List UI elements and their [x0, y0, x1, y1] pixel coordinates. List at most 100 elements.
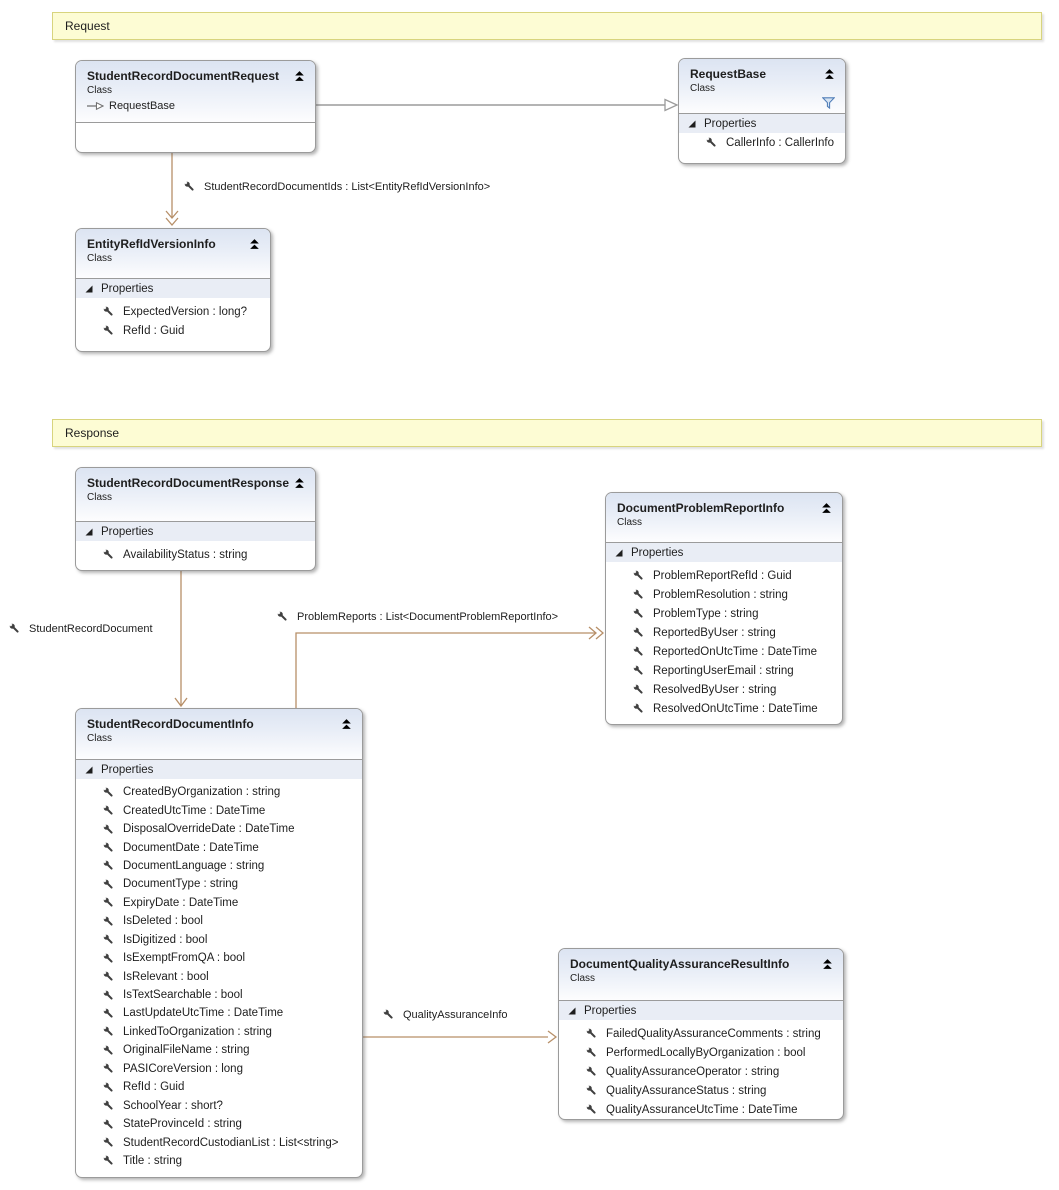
- collapse-chevron-icon[interactable]: [823, 67, 836, 80]
- collapse-chevron-icon[interactable]: [293, 476, 306, 489]
- property-row[interactable]: PerformedLocallyByOrganization : bool: [559, 1043, 843, 1062]
- property-row[interactable]: DocumentType : string: [76, 875, 362, 893]
- property-row[interactable]: DisposalOverrideDate : DateTime: [76, 820, 362, 838]
- property-row[interactable]: DocumentLanguage : string: [76, 857, 362, 875]
- properties-section-header[interactable]: Properties: [76, 522, 315, 541]
- collapse-chevron-icon[interactable]: [248, 237, 261, 250]
- properties-section-header[interactable]: Properties: [679, 114, 845, 133]
- section-label: Properties: [704, 117, 757, 130]
- response-band[interactable]: Response: [52, 419, 1042, 447]
- property-row[interactable]: ProblemType : string: [606, 604, 842, 623]
- class-box-document-quality-assurance-result-info[interactable]: DocumentQualityAssuranceResultInfo Class…: [558, 948, 844, 1120]
- property-label: RefId : Guid: [123, 1081, 185, 1094]
- properties-section-header[interactable]: Properties: [76, 760, 362, 779]
- connector-label-text: QualityAssuranceInfo: [403, 1008, 508, 1021]
- property-row[interactable]: ReportedByUser : string: [606, 623, 842, 642]
- collapse-chevron-icon[interactable]: [821, 957, 834, 970]
- property-label: ResolvedOnUtcTime : DateTime: [653, 702, 818, 715]
- property-row[interactable]: PASICoreVersion : long: [76, 1060, 362, 1078]
- properties-section-header[interactable]: Properties: [606, 543, 842, 562]
- property-row[interactable]: ResolvedOnUtcTime : DateTime: [606, 699, 842, 718]
- properties-section-header[interactable]: Properties: [559, 1001, 843, 1020]
- class-box-request-base[interactable]: RequestBase Class Properties CallerInfo …: [678, 58, 846, 164]
- connector-label-student-record-document[interactable]: StudentRecordDocument: [8, 622, 153, 635]
- property-wrench-icon: [585, 1065, 598, 1078]
- property-row[interactable]: IsRelevant : bool: [76, 967, 362, 985]
- property-row[interactable]: CallerInfo : CallerInfo: [679, 133, 845, 152]
- connector-label-document-ids[interactable]: StudentRecordDocumentIds : List<EntityRe…: [183, 180, 490, 193]
- expander-icon[interactable]: [85, 285, 93, 293]
- property-row[interactable]: RefId : Guid: [76, 321, 270, 340]
- property-wrench-icon: [102, 878, 115, 891]
- property-label: LastUpdateUtcTime : DateTime: [123, 1007, 284, 1020]
- collapse-chevron-icon[interactable]: [340, 717, 353, 730]
- property-row[interactable]: CreatedByOrganization : string: [76, 783, 362, 801]
- class-box-document-problem-report-info[interactable]: DocumentProblemReportInfo Class Properti…: [605, 492, 843, 725]
- request-band[interactable]: Request: [52, 12, 1042, 40]
- section-label: Properties: [631, 546, 684, 559]
- property-wrench-icon: [102, 1081, 115, 1094]
- class-box-student-record-document-request[interactable]: StudentRecordDocumentRequest Class Reque…: [75, 60, 316, 153]
- property-row[interactable]: RefId : Guid: [76, 1078, 362, 1096]
- property-row[interactable]: IsDeleted : bool: [76, 912, 362, 930]
- property-row[interactable]: IsDigitized : bool: [76, 931, 362, 949]
- property-row[interactable]: ProblemResolution : string: [606, 585, 842, 604]
- connector-label-text: ProblemReports : List<DocumentProblemRep…: [297, 610, 559, 623]
- property-label: DisposalOverrideDate : DateTime: [123, 823, 295, 836]
- property-wrench-icon: [632, 645, 645, 658]
- property-row[interactable]: IsExemptFromQA : bool: [76, 949, 362, 967]
- property-row[interactable]: ReportedOnUtcTime : DateTime: [606, 642, 842, 661]
- property-wrench-icon: [102, 1099, 115, 1112]
- property-row[interactable]: LinkedToOrganization : string: [76, 1023, 362, 1041]
- section-label: Properties: [101, 525, 154, 538]
- class-title: StudentRecordDocumentResponse: [87, 476, 290, 490]
- property-row[interactable]: IsTextSearchable : bool: [76, 986, 362, 1004]
- property-row[interactable]: Title : string: [76, 1152, 362, 1170]
- property-label: StateProvinceId : string: [123, 1118, 242, 1131]
- connector-label-text: StudentRecordDocumentIds : List<EntityRe…: [204, 180, 491, 193]
- expander-icon[interactable]: [615, 549, 623, 557]
- filter-funnel-icon[interactable]: [822, 97, 835, 109]
- connector-label-quality-assurance[interactable]: QualityAssuranceInfo: [382, 1008, 508, 1021]
- property-label: ProblemResolution : string: [653, 588, 788, 601]
- connector-label-problem-reports[interactable]: ProblemReports : List<DocumentProblemRep…: [276, 610, 558, 623]
- expander-icon[interactable]: [688, 120, 696, 128]
- property-label: StudentRecordCustodianList : List<string…: [123, 1136, 339, 1149]
- property-row[interactable]: StudentRecordCustodianList : List<string…: [76, 1133, 362, 1151]
- property-wrench-icon: [102, 1025, 115, 1038]
- expander-icon[interactable]: [568, 1007, 576, 1015]
- expander-icon[interactable]: [85, 766, 93, 774]
- property-wrench-icon: [585, 1084, 598, 1097]
- property-row[interactable]: OriginalFileName : string: [76, 1041, 362, 1059]
- property-label: SchoolYear : short?: [123, 1099, 223, 1112]
- property-wrench-icon: [705, 136, 718, 149]
- property-row[interactable]: AvailabilityStatus : string: [76, 545, 315, 564]
- collapse-chevron-icon[interactable]: [820, 501, 833, 514]
- property-row[interactable]: ExpectedVersion : long?: [76, 302, 270, 321]
- property-label: ResolvedByUser : string: [653, 683, 777, 696]
- property-row[interactable]: CreatedUtcTime : DateTime: [76, 801, 362, 819]
- class-kind: Class: [617, 517, 643, 528]
- collapse-chevron-icon[interactable]: [293, 69, 306, 82]
- properties-section-header[interactable]: Properties: [76, 279, 270, 298]
- property-row[interactable]: ProblemReportRefId : Guid: [606, 566, 842, 585]
- property-row[interactable]: ReportingUserEmail : string: [606, 661, 842, 680]
- class-box-student-record-document-response[interactable]: StudentRecordDocumentResponse Class Prop…: [75, 467, 316, 571]
- property-row[interactable]: DocumentDate : DateTime: [76, 838, 362, 856]
- property-row[interactable]: QualityAssuranceUtcTime : DateTime: [559, 1100, 843, 1119]
- property-row[interactable]: QualityAssuranceStatus : string: [559, 1081, 843, 1100]
- property-wrench-icon: [632, 683, 645, 696]
- class-box-entity-ref-id-version-info[interactable]: EntityRefIdVersionInfo Class Properties …: [75, 228, 271, 352]
- property-row[interactable]: ResolvedByUser : string: [606, 680, 842, 699]
- property-row[interactable]: SchoolYear : short?: [76, 1096, 362, 1114]
- property-wrench-icon: [632, 588, 645, 601]
- property-row[interactable]: StateProvinceId : string: [76, 1115, 362, 1133]
- property-row[interactable]: ExpiryDate : DateTime: [76, 894, 362, 912]
- property-row[interactable]: LastUpdateUtcTime : DateTime: [76, 1004, 362, 1022]
- property-row[interactable]: QualityAssuranceOperator : string: [559, 1062, 843, 1081]
- property-wrench-icon: [585, 1103, 598, 1116]
- property-row[interactable]: FailedQualityAssuranceComments : string: [559, 1024, 843, 1043]
- expander-icon[interactable]: [85, 528, 93, 536]
- property-wrench-icon: [102, 548, 115, 561]
- class-box-student-record-document-info[interactable]: StudentRecordDocumentInfo Class Properti…: [75, 708, 363, 1178]
